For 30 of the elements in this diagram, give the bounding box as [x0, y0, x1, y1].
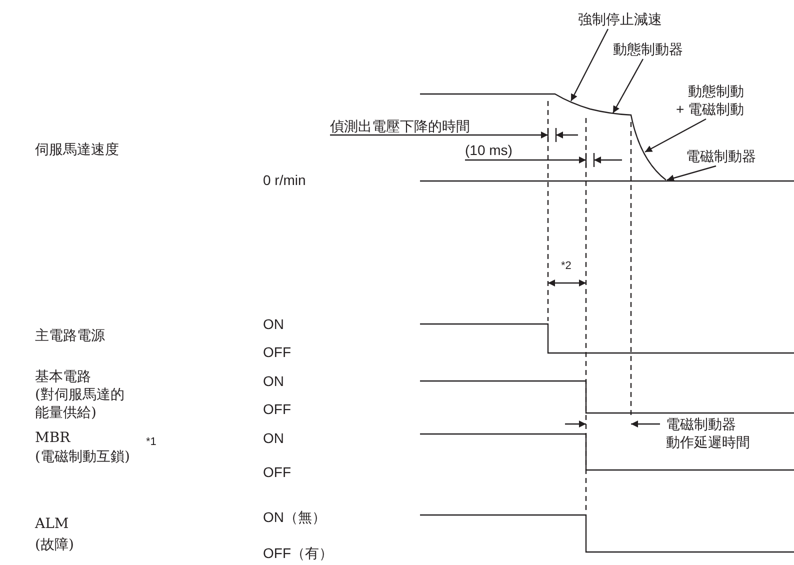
leader-arrow: [612, 58, 644, 114]
footnote-mark: *2: [561, 259, 572, 274]
leader-arrow: [666, 165, 716, 182]
signal-name: ALM: [35, 515, 69, 533]
footnote-mark: *1: [146, 435, 156, 450]
signal-description: (對伺服馬達的能量供給): [35, 386, 126, 422]
level-label: 0 r/min: [263, 171, 306, 189]
dimension-label: 電磁制動器動作延遲時間: [666, 415, 750, 451]
level-label: ON: [263, 372, 284, 390]
dimension-label: 偵測出電壓下降的時間: [330, 117, 470, 135]
dimension-label: (10 ms): [465, 141, 512, 159]
level-label: OFF: [263, 343, 291, 361]
level-label: ON: [263, 315, 284, 333]
level-label: OFF: [263, 463, 291, 481]
callout-text: 動態制動 + 電磁制動: [676, 82, 744, 118]
level-label: ON: [263, 429, 284, 447]
level-label: OFF（有）: [263, 544, 333, 562]
signal-name: 主電路電源: [35, 327, 105, 345]
callout-text: 動態制動器: [613, 40, 683, 58]
signal-name: MBR: [35, 429, 70, 447]
callout-text: 強制停止減速: [578, 10, 662, 28]
leader-arrow: [644, 118, 706, 153]
callout-text: 電磁制動器: [686, 147, 756, 165]
leader-arrow: [570, 28, 609, 102]
signal-description: (電磁制動互鎖): [35, 448, 130, 466]
level-label: ON（無）: [263, 508, 326, 526]
signal-description: (故障): [35, 536, 74, 554]
signal-name: 基本電路: [35, 368, 91, 386]
level-label: OFF: [263, 400, 291, 418]
signal-name: 伺服馬達速度: [35, 141, 119, 159]
